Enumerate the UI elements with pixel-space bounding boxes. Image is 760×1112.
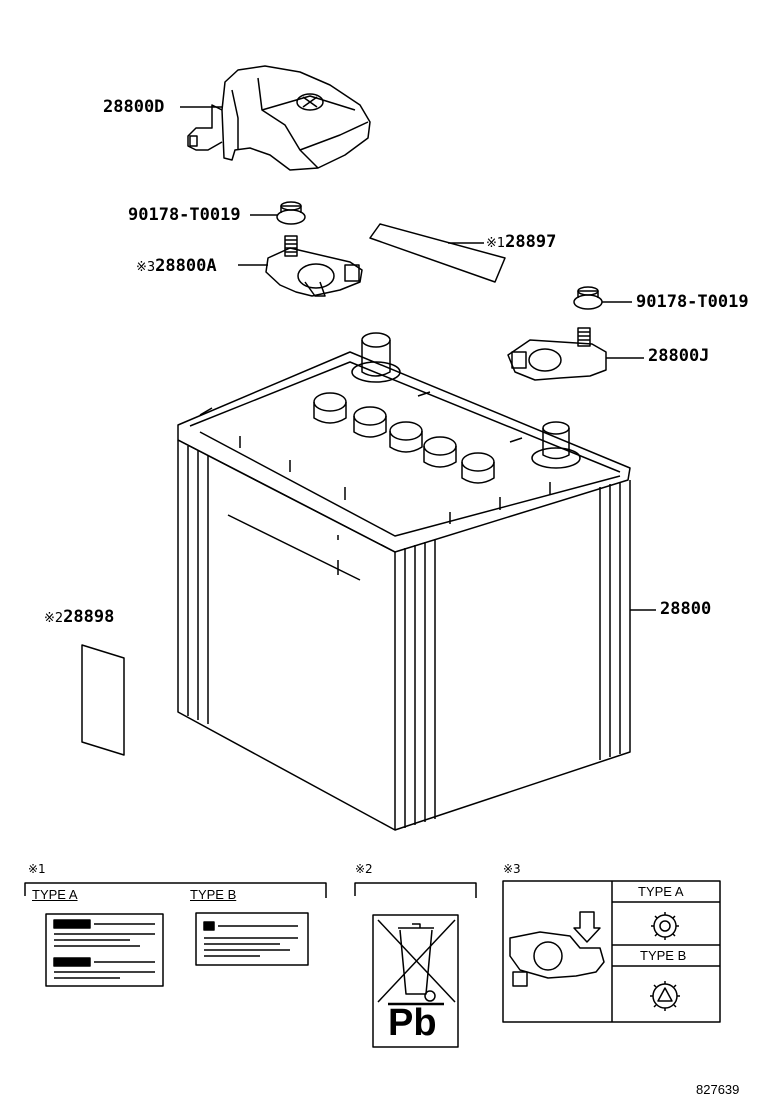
callout-nut-right: 90178-T0019 — [636, 292, 749, 312]
callout-negative-clamp-number: 28800A — [155, 256, 217, 276]
nut-top-drawing — [276, 201, 306, 225]
lead-symbol: Pb — [388, 1002, 437, 1044]
note3-type-a: TYPE A — [638, 884, 684, 899]
note2-frame — [354, 882, 477, 1048]
note-mark: ※1 — [486, 236, 506, 251]
note1-mark: ※1 — [28, 862, 46, 876]
positive-clamp-drawing — [507, 327, 607, 381]
note3-type-b: TYPE B — [640, 948, 687, 963]
note2-mark: ※2 — [355, 862, 373, 876]
callout-positive-clamp: 28800J — [648, 346, 710, 366]
callout-label-28897: ※128897 — [486, 232, 556, 254]
battery-drawing — [177, 332, 631, 831]
callout-battery: 28800 — [660, 599, 712, 619]
label-28898-drawing — [81, 644, 125, 756]
callout-cover: 28800D — [103, 97, 165, 117]
callout-label-28897-number: 28897 — [505, 232, 557, 252]
note1-type-a: TYPE A — [32, 887, 78, 902]
label-28897-drawing — [369, 223, 506, 283]
diagram-id: 827639 — [696, 1082, 740, 1097]
note3-frame — [502, 880, 721, 1023]
callout-label-28898: ※228898 — [44, 607, 114, 629]
note-mark: ※3 — [136, 260, 156, 275]
callout-negative-clamp: ※328800A — [136, 256, 217, 278]
note1-frame — [24, 882, 327, 987]
note1-type-b: TYPE B — [190, 887, 237, 902]
negative-clamp-drawing — [265, 235, 363, 297]
nut-right-drawing — [573, 286, 603, 310]
callout-nut-top: 90178-T0019 — [128, 205, 241, 225]
note3-mark: ※3 — [503, 862, 521, 876]
callout-label-28898-number: 28898 — [63, 607, 115, 627]
note-mark: ※2 — [44, 611, 64, 626]
battery-cover-drawing — [187, 65, 371, 171]
